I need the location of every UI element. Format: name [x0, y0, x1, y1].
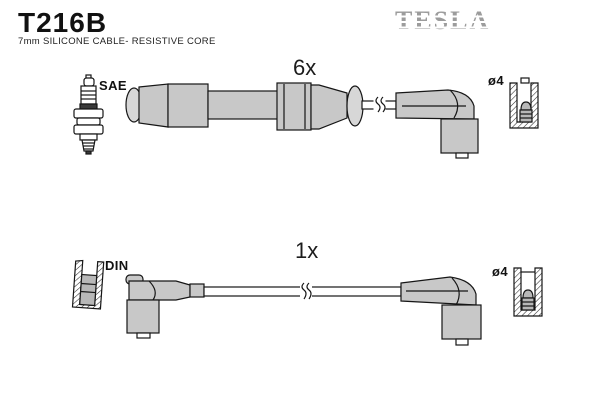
bottom-left-elbow-boot [125, 274, 205, 339]
bottom-right-elbow-boot [400, 276, 482, 346]
top-cable-connector-body [276, 82, 364, 131]
din-label: DIN [105, 258, 129, 273]
top-quantity-label: 6x [293, 55, 317, 80]
bottom-terminal-cup-icon [513, 267, 543, 317]
top-cable-straight-boot [125, 83, 279, 128]
bottom-cable-wire [203, 282, 402, 300]
brand-logo-text: TESLA [395, 6, 491, 35]
din-cup-icon [71, 259, 105, 310]
wire-break-icon [375, 96, 386, 113]
top-elbow-boot [395, 89, 479, 159]
bottom-diameter-label: ø4 [492, 264, 508, 279]
sae-label: SAE [99, 78, 127, 93]
bottom-quantity-label: 1x [295, 238, 319, 263]
terminal-pin-icon [521, 289, 535, 311]
part-number-label: T216B [18, 7, 108, 38]
spark-plug-icon [73, 74, 104, 155]
din-terminal-icon [79, 273, 98, 307]
top-cable-wire [361, 96, 397, 113]
top-diameter-label: ø4 [488, 73, 504, 88]
terminal-pin-icon [519, 101, 533, 123]
brand-logo: TESLA [393, 6, 497, 36]
part-description-label: 7mm SILICONE CABLE- RESISTIVE CORE [18, 36, 216, 47]
wire-break-icon [301, 282, 312, 300]
top-terminal-cup-icon [509, 77, 539, 129]
